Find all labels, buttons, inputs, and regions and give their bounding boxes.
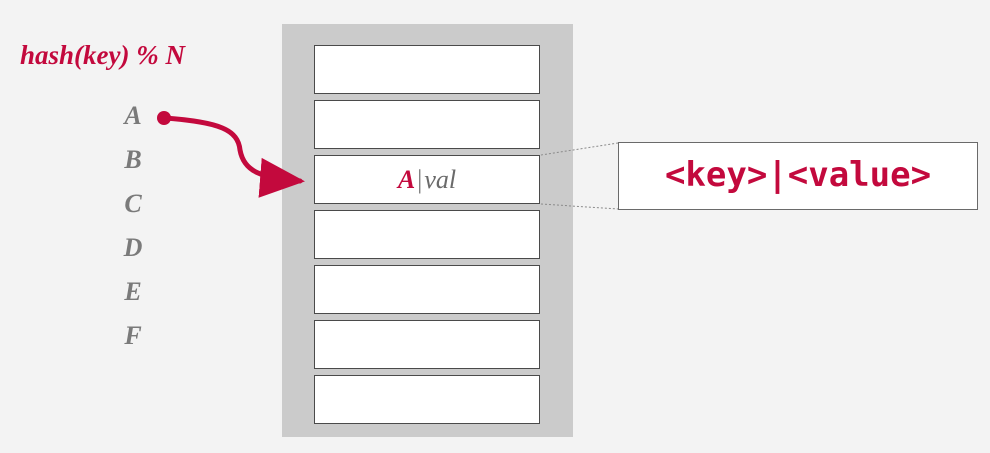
hash-slot [314,45,540,94]
slot-value: val [424,165,457,194]
key-item: E [124,277,142,306]
key-value-format-box: <key>|<value> [618,142,978,210]
hash-formula: hash(key) % N [20,40,185,70]
hash-slot [314,100,540,149]
key-item: D [123,233,143,262]
slot-key: A [397,165,416,194]
zoom-connector-top [540,142,619,156]
slot-separator: | [417,165,423,194]
hash-slot [314,320,540,369]
key-item: B [124,145,142,174]
hash-slot-filled: A|val [314,155,540,204]
arrow-origin-dot [157,111,171,125]
key-item: C [124,189,142,218]
hash-slot [314,375,540,424]
zoom-connector-bottom [540,203,619,210]
hash-slot [314,265,540,314]
hash-arrow [162,115,305,198]
hash-slot [314,210,540,259]
key-item: A [124,101,142,130]
key-item: F [124,321,142,350]
